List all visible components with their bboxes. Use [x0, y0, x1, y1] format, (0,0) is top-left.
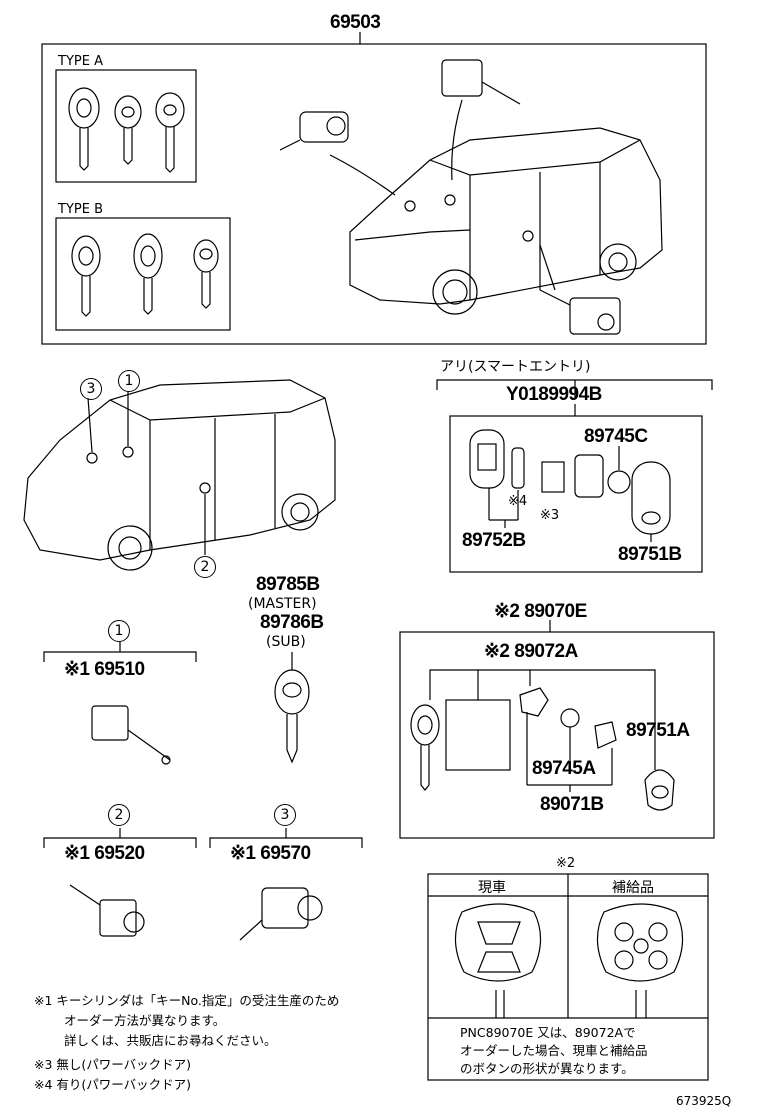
note-1-line-3: 詳しくは、共販店にお尋ねください。 [64, 1033, 277, 1048]
box-69503 [41, 43, 707, 345]
compare-note-1: PNC89070E 又は、89072Aで [460, 1025, 636, 1040]
label-sub: (SUB) [266, 634, 306, 650]
arrow-2 [451, 99, 463, 181]
circle-1-group: 1 [108, 620, 130, 642]
label-69503: 69503 [330, 12, 381, 33]
circle-2-callout: 2 [194, 556, 216, 578]
van-top [349, 127, 663, 315]
type-a-keys [68, 87, 185, 173]
label-89786b: 89786B [260, 612, 324, 633]
key-replacement [596, 903, 684, 1018]
door-cylinder-top [441, 59, 521, 105]
label-89751a: 89751A [626, 720, 690, 741]
circle-3-callout: 3 [80, 378, 102, 400]
bracket-69510 [43, 651, 197, 662]
compare-note-3: のボタンの形状が異なります。 [460, 1061, 634, 1076]
label-smart-entry: アリ(スマートエントリ) [440, 359, 591, 375]
arrow-3 [539, 244, 556, 291]
label-89071b: 89071B [540, 794, 604, 815]
label-89070e: ※2 89070E [494, 601, 587, 622]
bracket-69570 [209, 837, 363, 848]
back-cylinder-top [539, 289, 621, 335]
label-89745a: 89745A [532, 758, 596, 779]
label-y0189994b: Y0189994B [506, 384, 602, 405]
remote-key-parts [410, 687, 675, 811]
arrow-1 [329, 154, 396, 196]
label-69510: ※1 69510 [64, 659, 145, 680]
note-1-line-1: ※1 キーシリンダは「キーNo.指定」の受注生産のため [34, 993, 340, 1008]
label-89751b: 89751B [618, 544, 682, 565]
label-89745c: 89745C [584, 426, 648, 447]
cyl-69520 [69, 884, 145, 937]
circle-3-group: 3 [274, 804, 296, 826]
key-current [454, 903, 542, 1018]
label-89072a: ※2 89072A [484, 641, 578, 662]
box-type-a [55, 69, 197, 183]
label-master: (MASTER) [248, 596, 317, 612]
note-3: ※3 無し(パワーバックドア) [34, 1057, 192, 1072]
bracket-69520 [43, 837, 197, 848]
label-mark3: ※3 [540, 508, 560, 523]
label-89785b: 89785B [256, 574, 320, 595]
label-69520: ※1 69520 [64, 843, 145, 864]
compare-col-replacement: 補給品 [612, 880, 654, 896]
compare-col-current: 現車 [478, 880, 506, 896]
note-1-line-2: オーダー方法が異なります。 [64, 1013, 226, 1028]
lock-cylinder-top [279, 111, 349, 151]
label-89752b: 89752B [462, 530, 526, 551]
compare-note-2: オーダーした場合、現車と補給品 [460, 1043, 648, 1058]
van-middle [23, 379, 336, 571]
diagram-code: 673925Q [676, 1094, 732, 1108]
cyl-69510 [91, 705, 171, 765]
circle-1-callout: 1 [118, 370, 140, 392]
box-89070e [399, 631, 715, 839]
note-4: ※4 有り(パワーバックドア) [34, 1077, 192, 1092]
smart-key-parts [469, 429, 671, 542]
box-y01 [449, 415, 703, 573]
label-type-a: TYPE A [58, 54, 103, 69]
compare-mark: ※2 [556, 856, 576, 871]
circle-2-group: 2 [108, 804, 130, 826]
box-type-b [55, 217, 231, 331]
master-key [274, 652, 310, 764]
label-69570: ※1 69570 [230, 843, 311, 864]
type-b-keys [71, 233, 219, 317]
label-type-b: TYPE B [58, 202, 103, 217]
label-mark4: ※4 [508, 494, 528, 509]
cyl-69570 [239, 887, 323, 941]
